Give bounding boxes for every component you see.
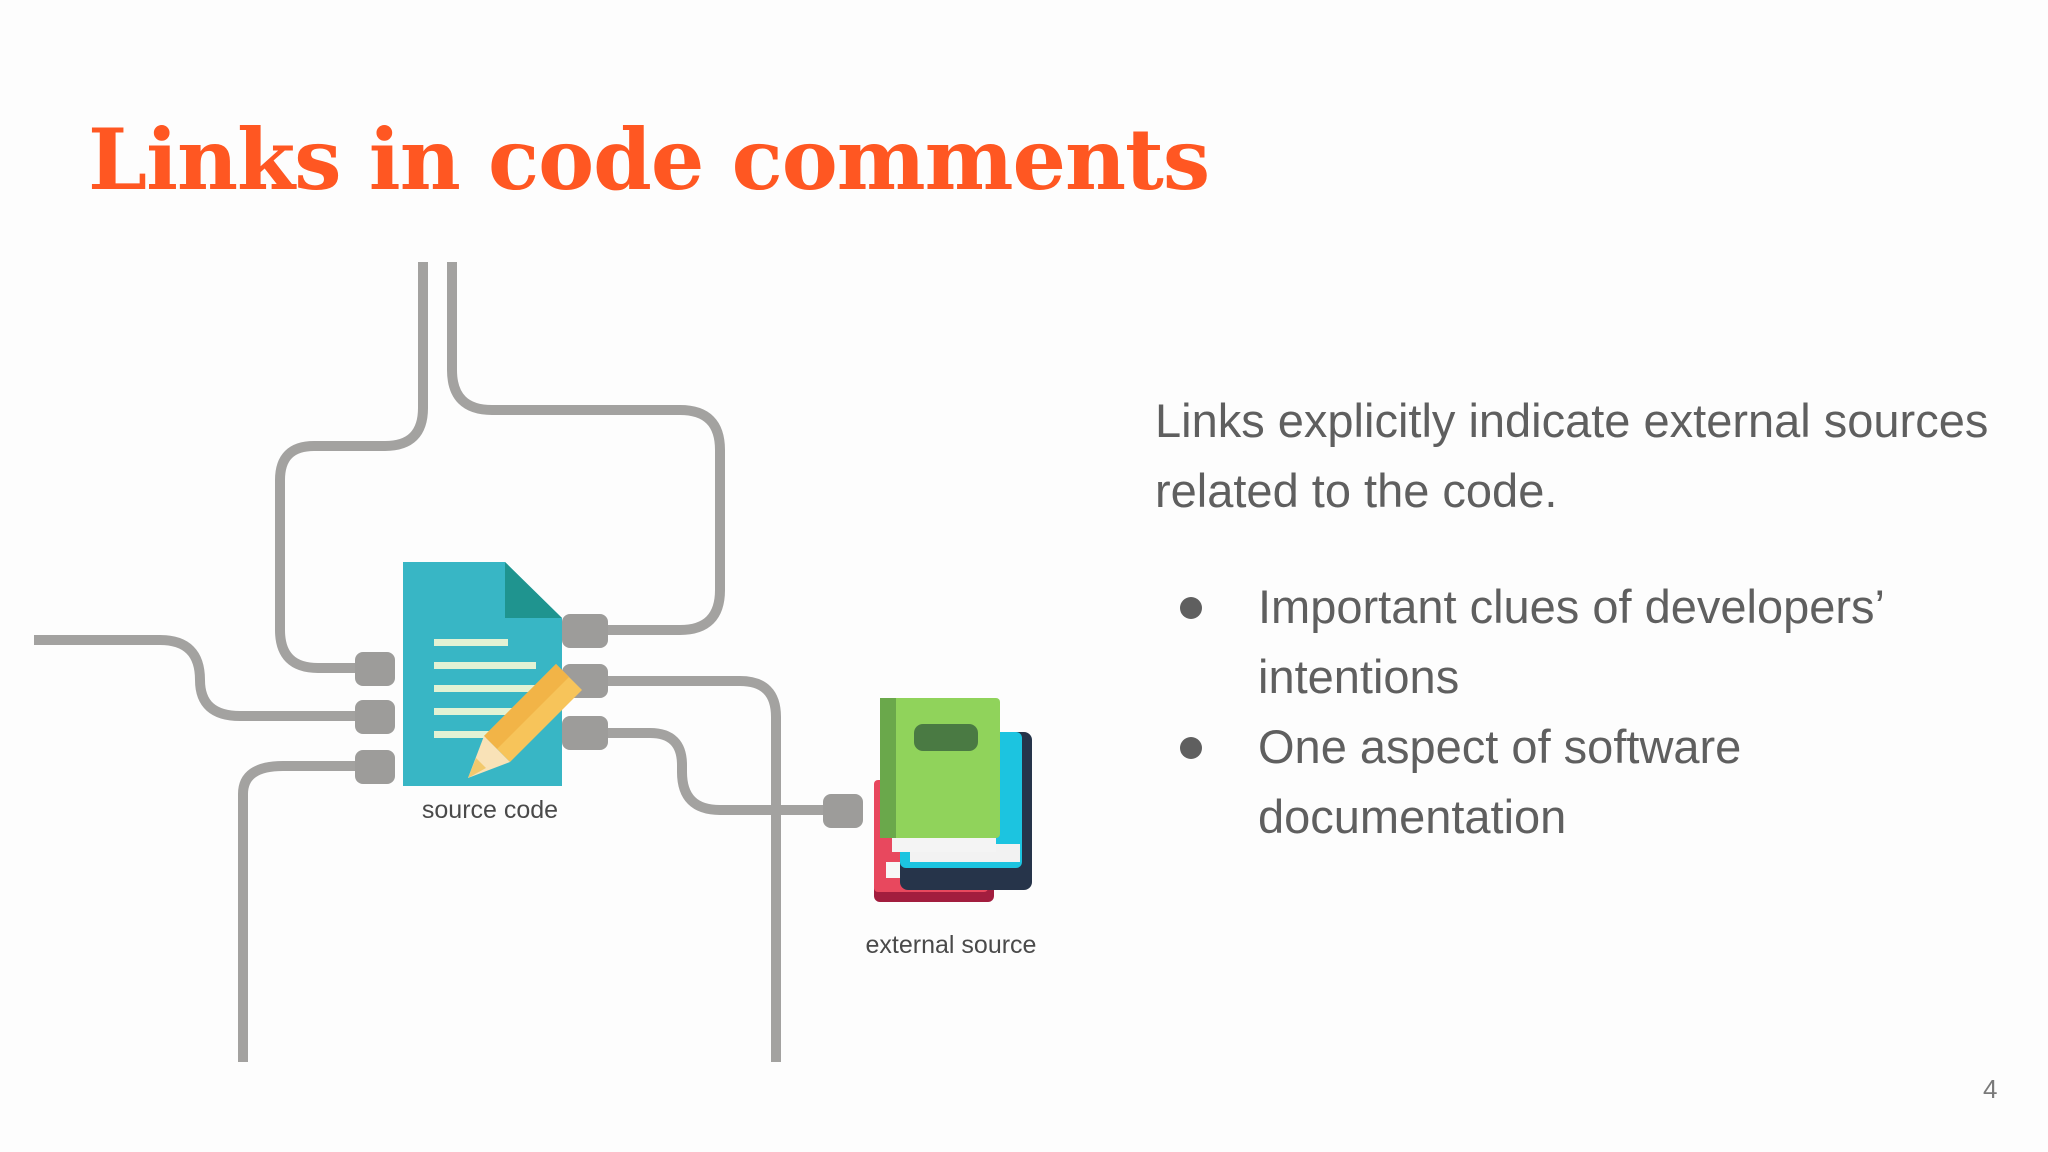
- source-code-label: source code: [422, 796, 558, 824]
- intro-paragraph: Links explicitly indicate external sourc…: [1155, 394, 1989, 517]
- bullet-list: Important clues of developers’ intention…: [1155, 572, 2015, 852]
- bullet-text: One aspect of software documentation: [1258, 720, 1742, 843]
- bullet-item: One aspect of software documentation: [1155, 712, 2015, 852]
- wire-network: [34, 262, 830, 1062]
- slide-title: Links in code comments: [88, 110, 1210, 209]
- page-number: 4: [1983, 1074, 1998, 1104]
- bullet-item: Important clues of developers’ intention…: [1155, 572, 2015, 712]
- wire-connectors: [355, 614, 863, 828]
- source-code-document-icon: [403, 562, 582, 786]
- external-source-label: external source: [866, 931, 1037, 959]
- bullet-dot-icon: [1180, 737, 1202, 759]
- pencil-icon: [468, 664, 582, 778]
- external-source-books-icon: [874, 698, 1032, 902]
- bullet-dot-icon: [1180, 597, 1202, 619]
- bullet-text: Important clues of developers’ intention…: [1258, 580, 1884, 703]
- slide-body: Links explicitly indicate external sourc…: [1155, 386, 2015, 852]
